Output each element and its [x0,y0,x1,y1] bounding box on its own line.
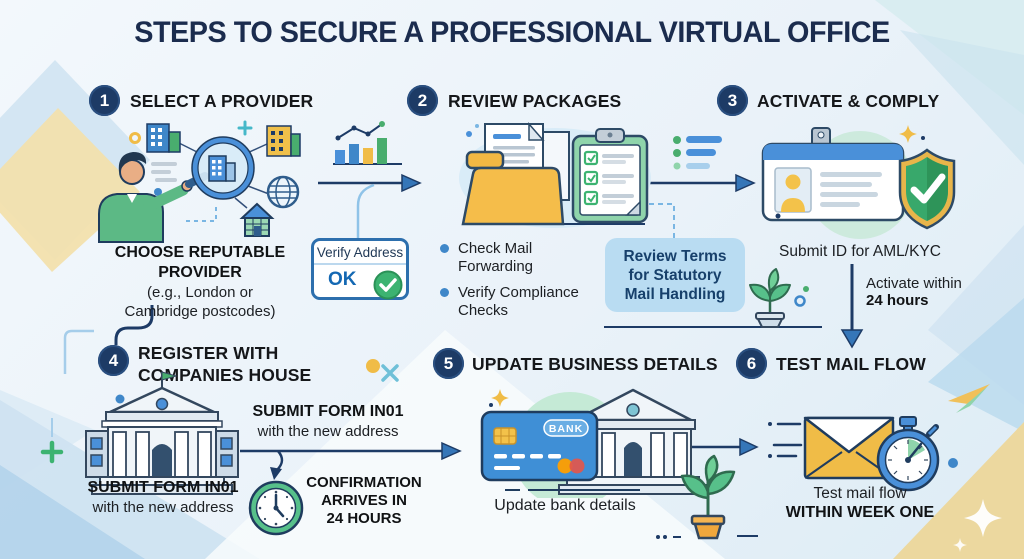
verify-address-label: Verify Address [314,241,406,265]
confirm-line: 24 HOURS [326,510,402,527]
building-icon [146,123,181,153]
check-icon [373,270,403,300]
stopwatch-icon [876,416,940,492]
dot-decoration [948,458,958,468]
step4-confirmation-note: CONFIRMATION ARRIVES IN 24 HOURS [296,474,432,528]
globe-icon [266,175,300,209]
timer-line2: 24 hours [866,292,929,309]
sparkle-icon [491,389,509,407]
confirm-line: ARRIVES IN [321,492,407,509]
step5-title: UPDATE BUSINESS DETAILS [472,354,718,374]
plant-icon [680,454,736,540]
bullet-item: Check Mail Forwarding [440,240,590,276]
packages-illustration [459,122,651,228]
note-line: for Statutory [628,266,722,284]
bullet-text: Verify Compliance Checks [458,284,579,319]
step1-caption: CHOOSE REPUTABLE PROVIDER [114,244,286,281]
sparkle-icon [899,125,917,143]
form-title: SUBMIT FORM IN01 [252,403,404,420]
bullet-dot [440,244,449,253]
provider-search-illustration [98,120,301,243]
bank-card-label: BANK [549,423,583,435]
form-title: SUBMIT FORM IN01 [87,479,239,496]
bar-chart-icon [333,121,402,165]
bullet-text: Check Mail Forwarding [458,240,534,275]
person-icon [98,152,193,243]
form-sub: with the new address [257,423,399,440]
bank-update-illustration: BANK [480,388,708,498]
step3-caption: Submit ID for AML/KYC [779,243,941,260]
step4-title-line2: COMPANIES HOUSE [138,365,312,385]
step2-title: REVIEW PACKAGES [448,91,622,111]
mail-test-illustration [803,416,940,492]
ring-decoration [129,132,141,144]
dot-decoration [366,359,380,373]
step4-form-caption: SUBMIT FORM IN01 with the new address [72,478,254,517]
note-line: Review Terms [623,247,727,265]
checklist-icon [571,128,649,224]
step1-title: SELECT A PROVIDER [130,91,314,111]
timer-line1: Activate within [866,275,962,292]
step4-form-note: SUBMIT FORM IN01 with the new address [236,402,420,441]
step5-number: 5 [433,348,464,379]
step2-number: 2 [407,85,438,116]
shield-check-icon [898,148,956,230]
step6-number: 6 [736,348,767,379]
id-card-icon [761,127,905,222]
clock-icon [248,480,304,536]
form-sub: with the new address [92,499,234,516]
paper-plane-icon [948,384,990,413]
sparkle-icon [953,499,1002,552]
bullet-dot [440,288,449,297]
step1-caption-sub: (e.g., London or Cambridge postcodes) [124,284,276,320]
verify-address-badge: Verify Address OK [311,238,409,300]
credit-card-icon: BANK [480,410,599,482]
list-icon [673,136,722,170]
house-icon [239,202,275,237]
building-icon [266,125,301,157]
government-building-icon [85,371,239,495]
step5-caption: Update bank details [494,497,636,514]
page-title: STEPS TO SECURE A PROFESSIONAL VIRTUAL O… [134,16,890,49]
step4-number: 4 [98,345,129,376]
bullet-item: Verify Compliance Checks [440,284,590,320]
magnifier-icon [185,136,255,200]
step6-title: TEST MAIL FLOW [776,354,926,374]
id-compliance-illustration [761,125,956,239]
step6-caption: Test mail flow WITHIN WEEK ONE [775,484,945,523]
caption-line1: Test mail flow [813,485,907,502]
step3-timer-note: Activate within 24 hours [866,275,976,309]
review-terms-note: Review Terms for Statutory Mail Handling [605,238,745,312]
confirm-line: CONFIRMATION [306,474,422,491]
step1-number: 1 [89,85,120,116]
note-line: Mail Handling [624,285,726,303]
step3-title: ACTIVATE & COMPLY [757,91,940,111]
step2-bullets: Check Mail Forwarding Verify Compliance … [440,240,590,328]
step4-title-line1: REGISTER WITH [138,343,279,363]
verify-status: OK [328,269,357,290]
caption-line2: WITHIN WEEK ONE [785,504,935,521]
folder-documents-icon [461,122,570,226]
plant-icon [749,268,809,328]
step3-number: 3 [717,85,748,116]
plus-sparkle-icon [40,440,64,464]
